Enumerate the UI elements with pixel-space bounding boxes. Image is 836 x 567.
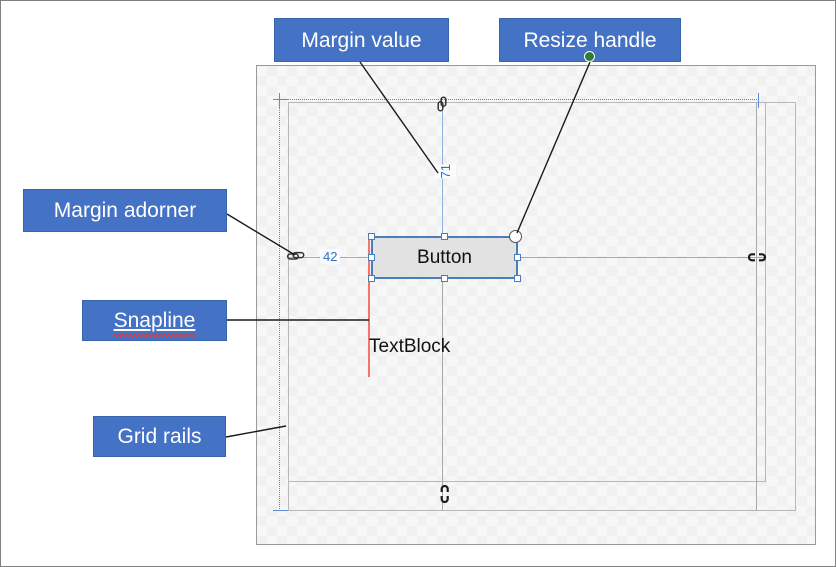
callout-margin-adorner-label: Margin adorner [53,199,197,222]
callout-grid-rails[interactable]: Grid rails [93,416,226,457]
grid-rail-horizontal[interactable] [279,93,759,108]
grid-rail-vertical[interactable] [273,99,288,511]
spellcheck-squiggle-icon [113,333,196,337]
chain-link-icon-left[interactable] [287,250,305,264]
broken-chain-icon-right[interactable] [748,251,766,265]
chain-link-icon-top[interactable] [435,96,449,112]
artboard-inner-frame [288,102,766,482]
callout-grid-rails-label: Grid rails [117,425,202,448]
margin-adorner-line-left-b [343,257,372,258]
green-dot-icon [584,51,595,62]
broken-chain-icon-bottom[interactable] [436,485,450,503]
grid-line-horizontal-center [288,257,766,258]
grid-rail-cap-right [758,93,759,108]
margin-value-top[interactable]: 71 [435,164,456,179]
margin-adorner-line-left-a [301,257,323,258]
design-surface-button[interactable]: Button [372,237,517,278]
grid-rail-cap-left [279,93,280,108]
margin-value-left[interactable]: 42 [320,249,341,264]
callout-resize-handle-label: Resize handle [523,28,657,52]
margin-adorner-line-top-lower [442,182,443,237]
callout-margin-value-label: Margin value [301,28,422,52]
design-surface-textblock[interactable]: TextBlock [369,336,451,357]
resize-handle-grip[interactable] [509,230,522,243]
grid-line-vertical-center [442,102,443,511]
callout-snapline[interactable]: Snapline [82,300,227,341]
callout-margin-adorner[interactable]: Margin adorner [23,189,227,232]
snapline-indicator [368,236,370,377]
designer-canvas[interactable]: 71 42 [256,65,816,545]
grid-rail-cap-bottom [273,510,288,511]
callout-margin-value[interactable]: Margin value [274,18,449,62]
callout-snapline-label: Snapline [113,310,196,337]
grid-line-vertical-right [756,102,757,511]
